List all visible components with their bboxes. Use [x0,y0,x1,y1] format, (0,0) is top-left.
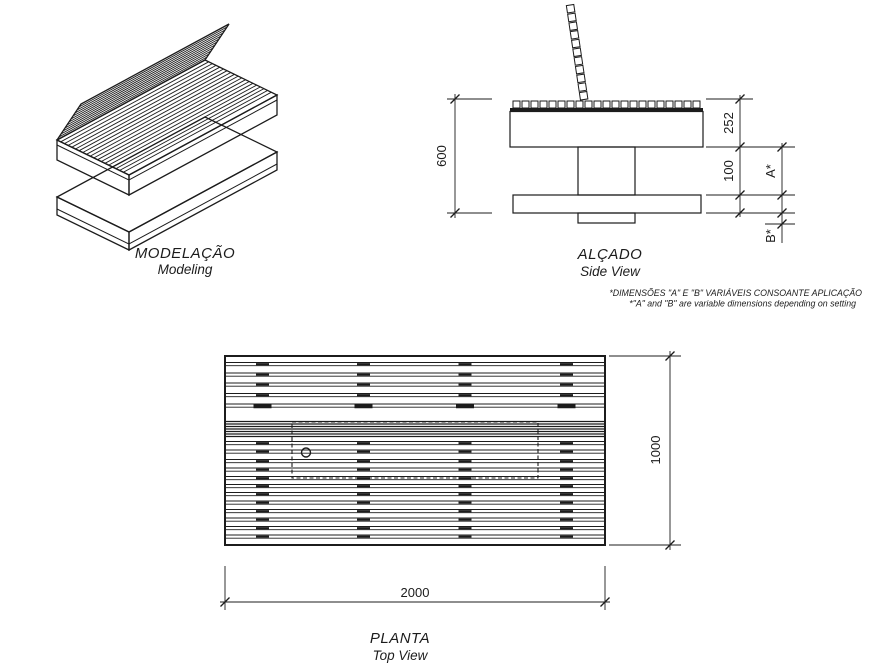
dim-2000-label: 2000 [401,585,430,600]
plan-dimensions: 1000 2000 [220,351,681,610]
isometric-view [55,23,279,252]
side-backrest-slats [565,3,589,101]
modeling-title-en: Modeling [158,262,213,277]
variable-dims-note-pt: *DIMENSÕES "A" E "B" VARIÁVEIS CONSOANTE… [609,288,862,298]
plan-anchor-hole [300,447,312,458]
dim-2000: 2000 [220,566,610,610]
plan-title-en: Top View [373,648,429,663]
plan-slats [226,362,604,539]
side-foundation [577,212,636,224]
plan-backrest-band [225,420,605,438]
side-base-slab [512,194,702,214]
dim-600: 600 [434,94,492,218]
dim-1000: 1000 [609,351,681,550]
dim-b-label: B* [763,229,778,243]
iso-backrest [56,23,230,141]
plan-outline [224,355,606,546]
dim-600-label: 600 [434,145,449,167]
side-seat-slats [512,100,701,109]
dim-1000-label: 1000 [648,436,663,465]
dim-a-label: A* [763,164,778,178]
side-seat-slab [509,110,704,148]
iso-seat-slats [60,61,272,173]
side-title-pt: ALÇADO [577,246,643,263]
plan-view [224,355,606,546]
plan-fastener-marks [256,363,573,538]
side-pedestal [577,146,636,196]
plan-title-pt: PLANTA [370,630,430,647]
modeling-title-pt: MODELAÇÃO [135,245,235,262]
dim-100-label: 100 [721,160,736,182]
dim-252-label: 252 [721,112,736,134]
dim-chain-right: 252 100 A* B* [706,94,795,243]
side-view [509,3,704,224]
variable-dims-note-en: *"A" and "B" are variable dimensions dep… [629,299,856,309]
plan-hidden-base-outline [291,421,539,479]
iso-backrest-slats [58,26,228,138]
side-dimensions: 600 252 100 A* B* [434,94,795,243]
side-slat-support-band [510,108,703,112]
side-title-en: Side View [580,264,641,279]
